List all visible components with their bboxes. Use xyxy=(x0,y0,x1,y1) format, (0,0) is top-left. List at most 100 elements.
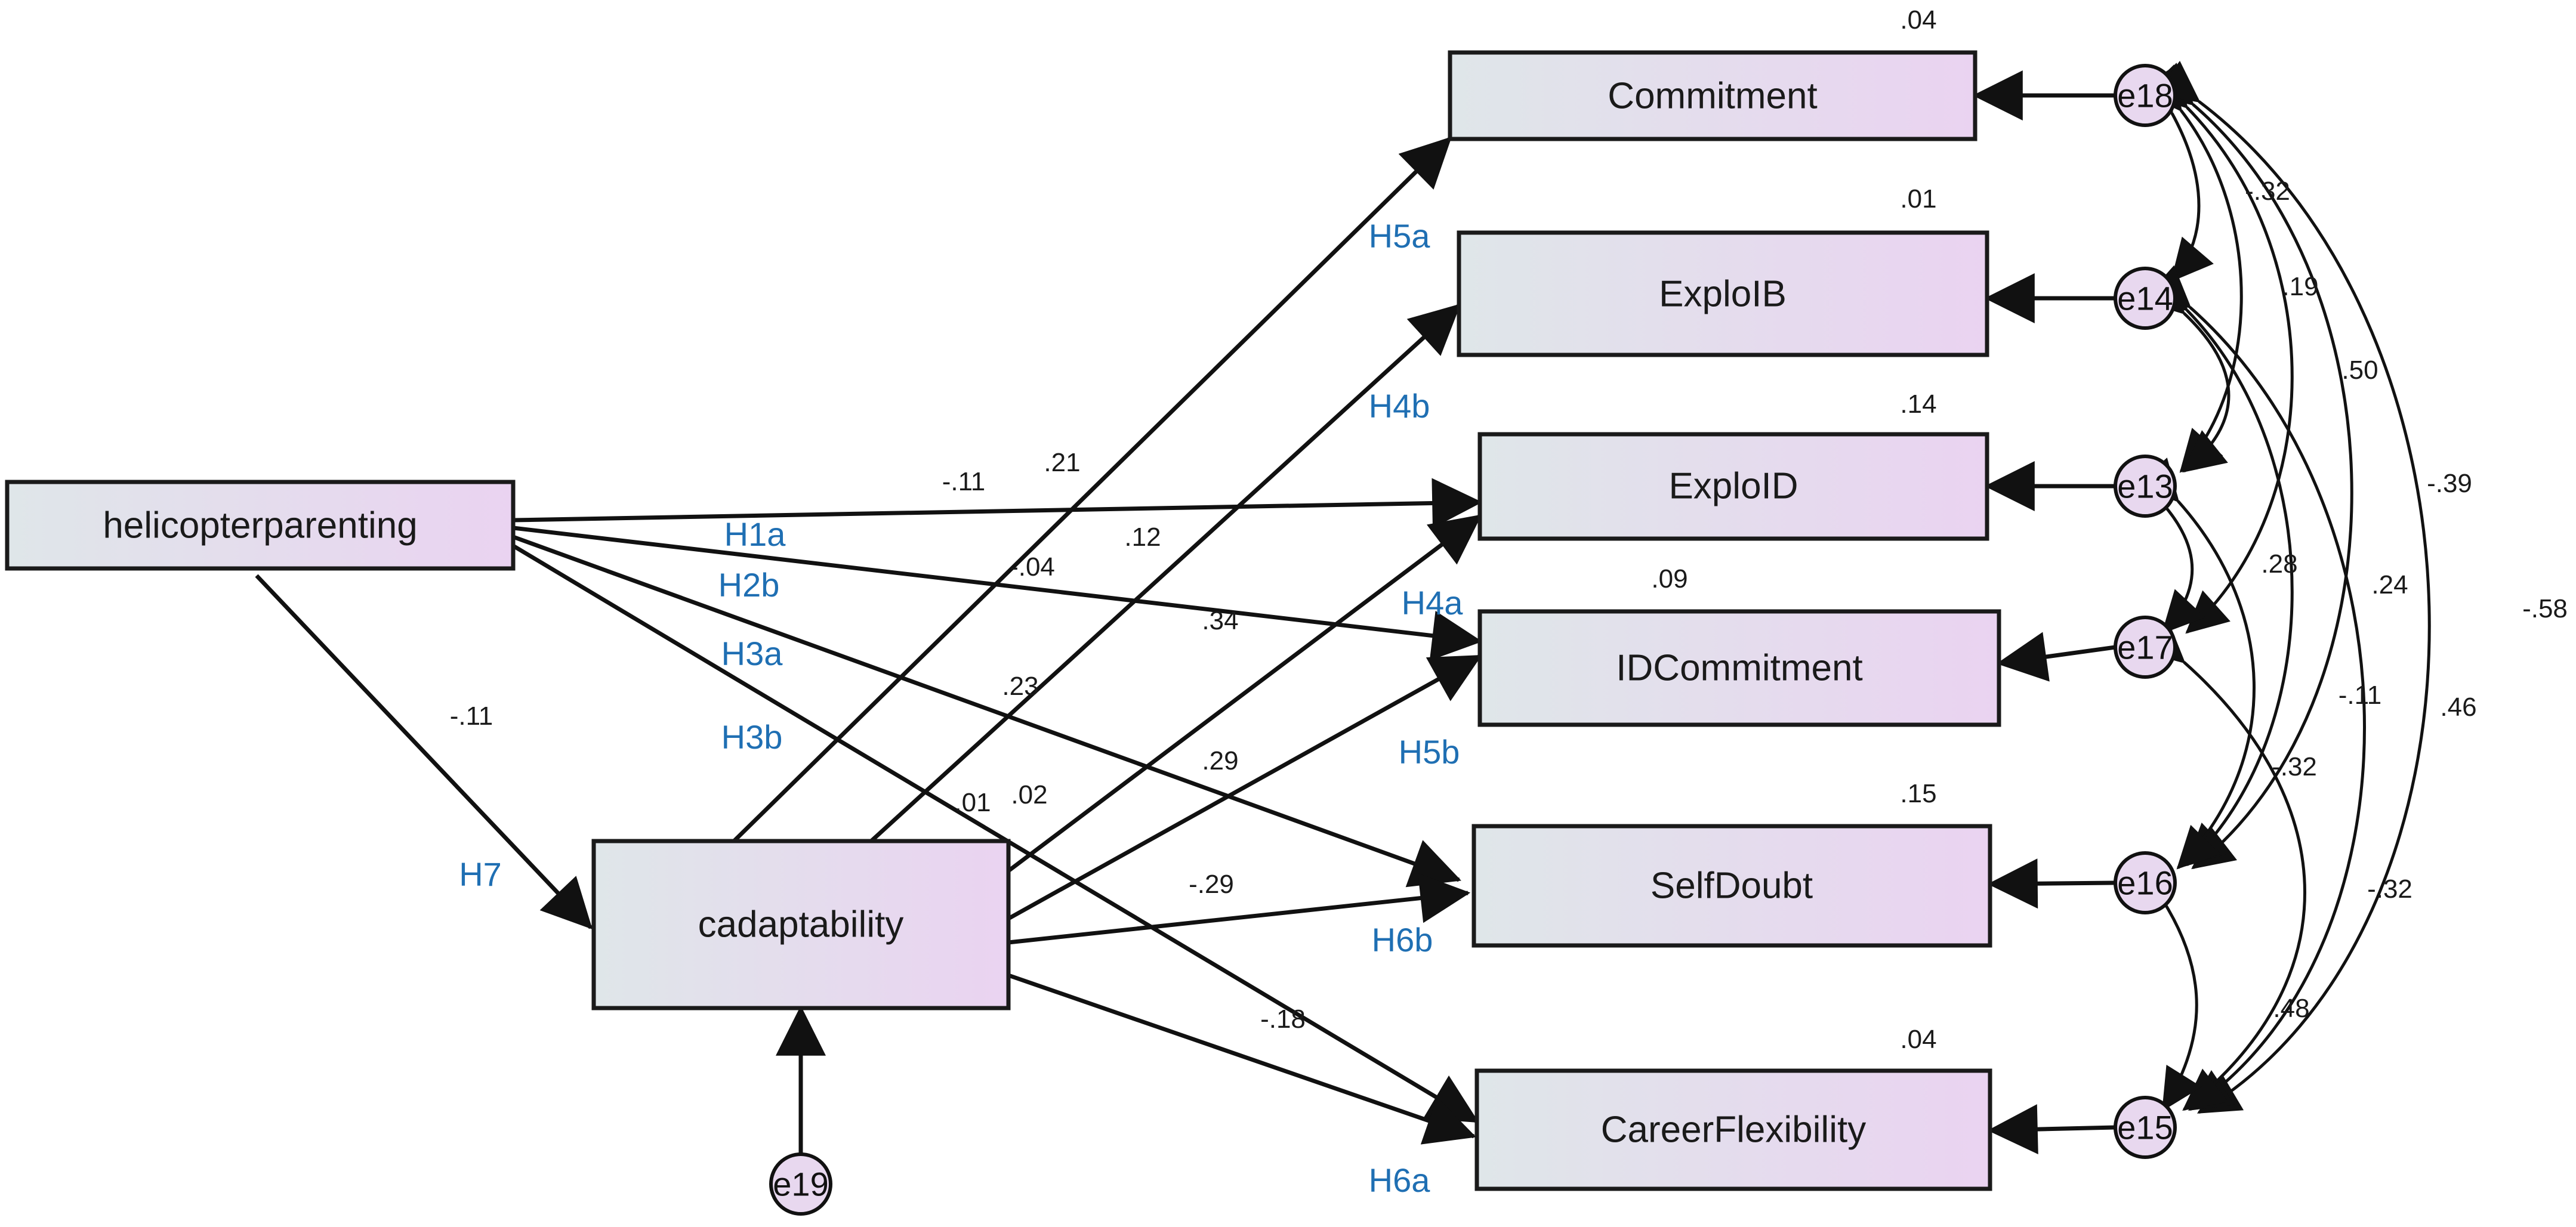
corr-e13-e17 xyxy=(2121,460,2205,634)
r2-selfdoubt: .15 xyxy=(1900,779,1936,808)
coef-cad-exploid: .34 xyxy=(1202,606,1238,635)
corr-label-6: .28 xyxy=(2261,549,2297,579)
label-careerflexibility: CareerFlexibility xyxy=(1601,1109,1866,1151)
error-e16: e16 xyxy=(2114,851,2177,914)
r-squared-labels: .04 .01 .14 .09 .15 .04 xyxy=(1651,5,1936,1054)
error-correlations xyxy=(2121,60,2431,1114)
corr-label-12: .48 xyxy=(2273,994,2309,1023)
corr-e18-e16 xyxy=(2149,63,2353,870)
label-exploid: ExploID xyxy=(1668,466,1798,507)
path-arrows xyxy=(255,70,2116,1155)
path-hp-exploid xyxy=(513,478,1483,528)
coef-hp-selfdoubt: .23 xyxy=(1002,672,1038,701)
hyp-h6a: H6a xyxy=(1369,1161,1431,1199)
r2-idcommitment: .09 xyxy=(1651,564,1687,594)
hyp-h3b: H3b xyxy=(721,718,783,756)
path-cad-exploib xyxy=(869,304,1461,843)
hyp-h1a: H1a xyxy=(724,515,786,553)
corr-label-8: -.11 xyxy=(2339,681,2382,710)
label-helicopterparenting: helicopterparenting xyxy=(103,505,417,546)
path-hp-selfdoubt xyxy=(512,534,1461,888)
corr-e14-e16 xyxy=(2144,267,2294,867)
box-selfdoubt: SelfDoubt xyxy=(1471,824,1992,948)
label-exploib: ExploIB xyxy=(1659,274,1787,315)
label-e15: e15 xyxy=(2117,1109,2173,1146)
coef-cad-selfdoubt: -.29 xyxy=(1189,870,1234,899)
corr-e17-e15 xyxy=(2140,620,2306,1111)
corr-e14-e15 xyxy=(2146,265,2366,1111)
coef-cad-careerflex: -.18 xyxy=(1260,1005,1306,1034)
corr-label-5: -.58 xyxy=(2522,594,2568,623)
coef-unlabeled: .02 xyxy=(1011,780,1047,809)
box-cadaptability: cadaptability xyxy=(591,839,1011,1010)
path-e16-selfdoubt xyxy=(1987,858,2116,909)
box-exploib: ExploIB xyxy=(1457,230,1989,357)
error-e14: e14 xyxy=(2114,267,2177,330)
label-e14: e14 xyxy=(2117,280,2173,317)
label-e18: e18 xyxy=(2117,77,2173,115)
path-coefficient-labels: -.11 .21 -.04 .12 .23 .34 .01 .02 .29 -.… xyxy=(450,448,1306,1034)
coef-cad-commitment: .21 xyxy=(1044,448,1080,477)
coef-hp-exploid: -.11 xyxy=(942,467,986,496)
corr-e18-e15 xyxy=(2154,60,2431,1114)
path-hp-cad xyxy=(255,574,593,930)
hyp-h2b: H2b xyxy=(718,566,780,604)
hyp-h7: H7 xyxy=(459,855,502,893)
hyp-h5b: H5b xyxy=(1399,733,1460,771)
hypothesis-labels: H1a H2b H3a H3b H7 H5a H4b H4a H5b H6b H… xyxy=(459,217,1463,1199)
label-e16: e16 xyxy=(2117,864,2173,902)
corr-label-3: .50 xyxy=(2341,356,2378,385)
box-careerflexibility: CareerFlexibility xyxy=(1474,1068,1992,1191)
path-cad-exploid xyxy=(1007,514,1482,873)
coef-hp-idcommitment: -.04 xyxy=(1010,552,1055,582)
corr-label-2: .19 xyxy=(2282,272,2318,301)
label-cadaptability: cadaptability xyxy=(698,904,904,945)
path-cad-commitment xyxy=(732,137,1452,843)
coef-cad-exploib: .12 xyxy=(1124,523,1161,552)
hyp-h4a: H4a xyxy=(1402,584,1464,622)
corr-label-11: -.32 xyxy=(2367,874,2413,904)
error-e13: e13 xyxy=(2114,455,2177,518)
path-cad-idcommitment xyxy=(1007,654,1482,921)
r2-careerflexibility: .04 xyxy=(1900,1025,1936,1054)
r2-exploib: .01 xyxy=(1900,184,1936,214)
hyp-h6b: H6b xyxy=(1372,921,1433,959)
label-e13: e13 xyxy=(2117,468,2173,505)
correlation-labels: -.32 .19 .50 -.39 -.58 .28 .24 -.11 .46 … xyxy=(2245,177,2568,1023)
error-terms: e18 e14 e13 e17 e16 e15 e19 xyxy=(769,64,2177,1216)
box-helicopterparenting: helicopterparenting xyxy=(5,480,516,571)
corr-e18-e14 xyxy=(2134,68,2214,282)
corr-e16-e15 xyxy=(2124,856,2202,1111)
box-commitment: Commitment xyxy=(1448,50,1977,141)
path-cad-careerflex xyxy=(1007,973,1476,1145)
label-idcommitment: IDCommitment xyxy=(1616,648,1862,689)
path-e17-idcommitment xyxy=(1996,632,2116,682)
label-e17: e17 xyxy=(2117,629,2173,666)
error-e15: e15 xyxy=(2114,1096,2177,1159)
corr-label-1: -.32 xyxy=(2245,177,2290,206)
corr-label-9: .46 xyxy=(2440,693,2476,722)
path-cad-selfdoubt xyxy=(1008,873,1471,945)
coef-hp-cad: -.11 xyxy=(450,701,493,731)
box-idcommitment: IDCommitment xyxy=(1477,609,2001,727)
label-commitment: Commitment xyxy=(1608,76,1817,117)
r2-commitment: .04 xyxy=(1900,5,1936,35)
hyp-h5a: H5a xyxy=(1369,217,1431,255)
corr-label-7: .24 xyxy=(2371,570,2408,599)
hyp-h4b: H4b xyxy=(1369,387,1430,425)
hyp-h3a: H3a xyxy=(721,635,783,672)
error-e19: e19 xyxy=(769,1152,832,1216)
error-e17: e17 xyxy=(2114,616,2177,679)
corr-label-4: -.39 xyxy=(2427,469,2472,498)
corr-label-10: -.32 xyxy=(2272,752,2317,781)
coef-hp-careerflex: .01 xyxy=(954,788,991,817)
label-selfdoubt: SelfDoubt xyxy=(1651,866,1813,907)
label-e19: e19 xyxy=(773,1166,828,1203)
path-hp-careerflex xyxy=(512,543,1479,1124)
path-e15-careerflex xyxy=(1987,1104,2116,1155)
box-exploid: ExploID xyxy=(1477,432,1989,541)
coef-cad-idcommitment: .29 xyxy=(1202,746,1238,775)
error-e18: e18 xyxy=(2114,64,2177,127)
r2-exploid: .14 xyxy=(1900,390,1936,419)
